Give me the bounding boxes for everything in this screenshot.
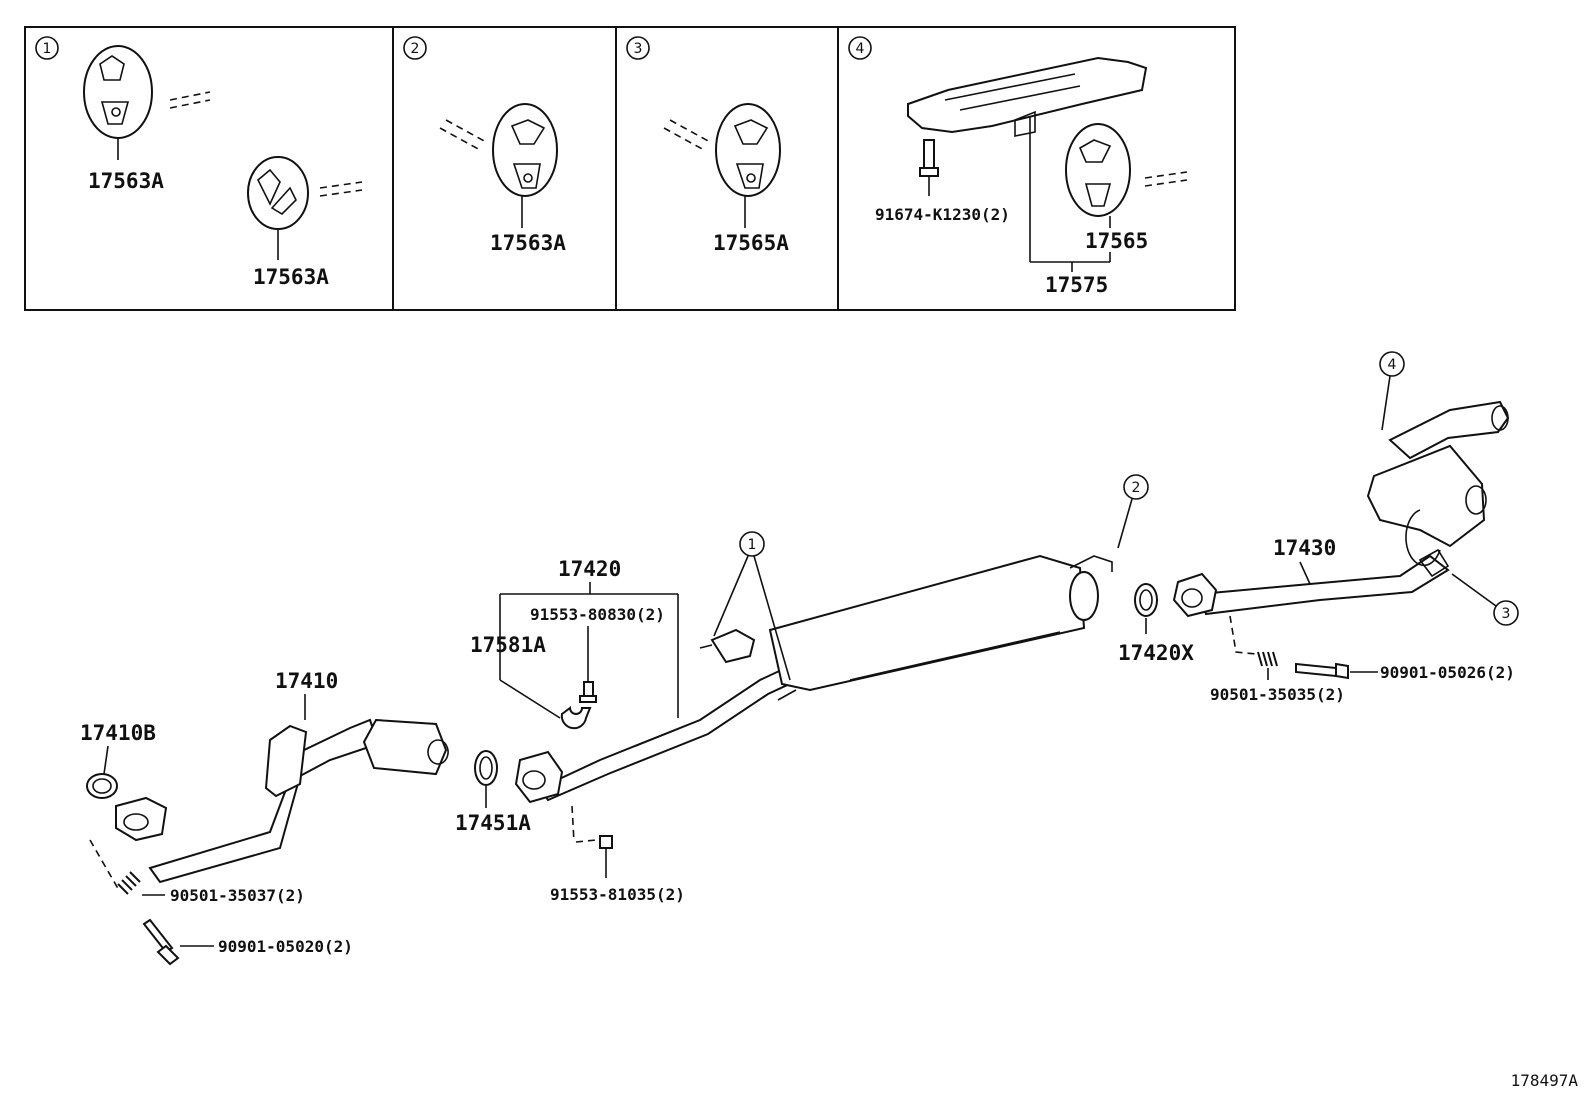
bolt-90901-05020 xyxy=(142,918,214,966)
label-17563A-inset2: 17563A xyxy=(490,231,566,255)
svg-text:1: 1 xyxy=(43,41,52,57)
svg-text:3: 3 xyxy=(634,41,643,57)
label-17565A-inset3: 17565A xyxy=(713,231,789,255)
bolt-91553-80830 xyxy=(579,626,597,703)
hanger-17565A-inset3 xyxy=(663,103,781,228)
leader-17575 xyxy=(1029,116,1111,272)
hanger-17563A-inset2 xyxy=(439,103,558,228)
label-17420: 17420 xyxy=(558,557,621,581)
label-91553-80830: 91553-80830(2) xyxy=(530,605,665,624)
hanger-17563A-inset1-b xyxy=(247,156,363,260)
label-90501-35037: 90501-35037(2) xyxy=(170,886,305,905)
inset-frame xyxy=(24,26,1236,311)
svg-text:2: 2 xyxy=(1132,480,1141,496)
label-17565: 17565 xyxy=(1085,229,1148,253)
callout-2: 2 xyxy=(1117,474,1149,549)
label-91674-K1230: 91674-K1230(2) xyxy=(875,205,1010,224)
label-17430: 17430 xyxy=(1273,536,1336,560)
inset-number-4: 4 xyxy=(848,36,872,60)
callout-4: 4 xyxy=(1379,351,1405,431)
label-17420X: 17420X xyxy=(1118,641,1194,665)
gasket-17420X xyxy=(1134,583,1158,634)
label-91553-81035: 91553-81035(2) xyxy=(550,885,685,904)
label-90501-35035: 90501-35035(2) xyxy=(1210,685,1345,704)
inset-number-2: 2 xyxy=(403,36,427,60)
label-17563A-inset1-b: 17563A xyxy=(253,265,329,289)
gasket-17451A xyxy=(474,750,498,808)
leader-17430 xyxy=(1299,561,1311,585)
svg-text:4: 4 xyxy=(1388,357,1397,373)
spring-90501-35035 xyxy=(1229,615,1278,680)
svg-text:1: 1 xyxy=(748,537,757,553)
hanger-17565-inset4 xyxy=(1065,123,1188,228)
center-pipe-17420 xyxy=(514,554,1113,804)
front-pipe-17410 xyxy=(115,718,449,884)
inset-number-3: 3 xyxy=(626,36,650,60)
svg-text:4: 4 xyxy=(856,41,865,57)
label-17575: 17575 xyxy=(1045,273,1108,297)
label-17410B: 17410B xyxy=(80,721,156,745)
tail-pipe-17430 xyxy=(1172,400,1510,618)
label-17410: 17410 xyxy=(275,669,338,693)
label-17563A-inset1-a: 17563A xyxy=(88,169,164,193)
bolt-90901-05026 xyxy=(1295,662,1378,680)
spring-90501-35037 xyxy=(89,839,165,896)
callout-1: 1 xyxy=(713,531,791,681)
hanger-17563A-inset1-a xyxy=(83,45,211,160)
gasket-17410B xyxy=(86,745,118,799)
bracket-17575 xyxy=(907,56,1148,137)
label-17581A: 17581A xyxy=(470,633,546,657)
clamp-17581A xyxy=(499,679,592,730)
bolt-91553-81035 xyxy=(571,805,613,878)
label-90901-05026: 90901-05026(2) xyxy=(1380,663,1515,682)
svg-text:3: 3 xyxy=(1502,606,1511,622)
leader-17420-bracket xyxy=(499,582,679,718)
diagram-id: 178497A xyxy=(1511,1071,1579,1090)
svg-text:2: 2 xyxy=(411,41,420,57)
bolt-91674-K1230 xyxy=(919,139,939,196)
label-17451A: 17451A xyxy=(455,811,531,835)
label-90901-05020: 90901-05020(2) xyxy=(218,937,353,956)
inset-number-1: 1 xyxy=(35,36,59,60)
callout-3: 3 xyxy=(1451,573,1519,626)
